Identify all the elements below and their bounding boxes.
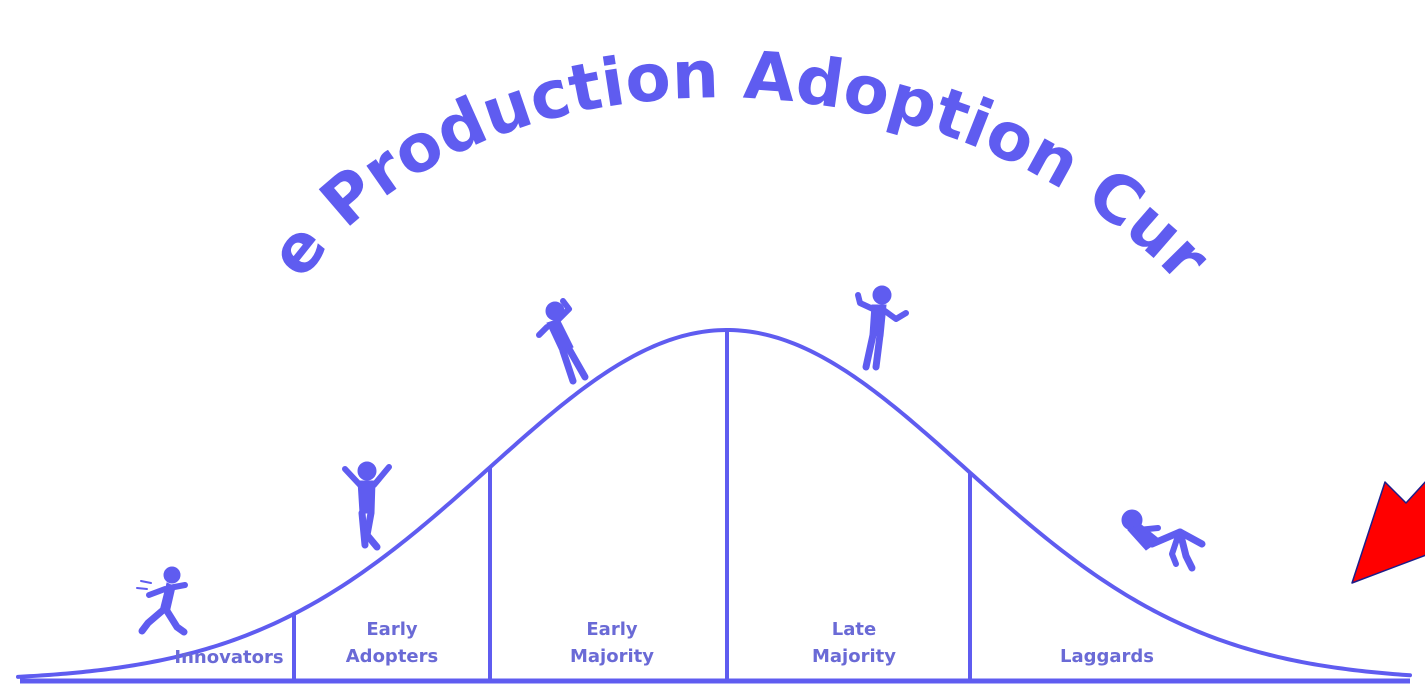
- bell-curve: [16, 327, 1412, 679]
- shrugging-figure-icon: [855, 285, 909, 371]
- diagram-title: The Production Adoption Curve: [0, 0, 1224, 297]
- segment-label-late-majority: Late: [832, 619, 876, 640]
- red-arrow-icon: [1351, 481, 1425, 584]
- running-figure-icon: [136, 566, 188, 636]
- segment-label-early-adopters: Adopters: [346, 646, 438, 667]
- thinking-figure-icon: [536, 298, 589, 385]
- segment-label-early-adopters: Early: [366, 619, 417, 640]
- segment-label-early-majority: Majority: [570, 646, 654, 667]
- cheering-figure-icon: [342, 461, 392, 551]
- reclining-figure-icon: [1121, 509, 1206, 572]
- segment-label-late-majority: Majority: [812, 646, 896, 667]
- segment-label-early-majority: Early: [586, 619, 637, 640]
- figures: [136, 285, 1206, 636]
- segment-label-laggards: Laggards: [1060, 646, 1154, 667]
- segment-label-innovators: Innovators: [174, 647, 283, 668]
- segment-dividers: [292, 330, 972, 681]
- diagram-title-text: The Production Adoption Curve: [0, 0, 1224, 297]
